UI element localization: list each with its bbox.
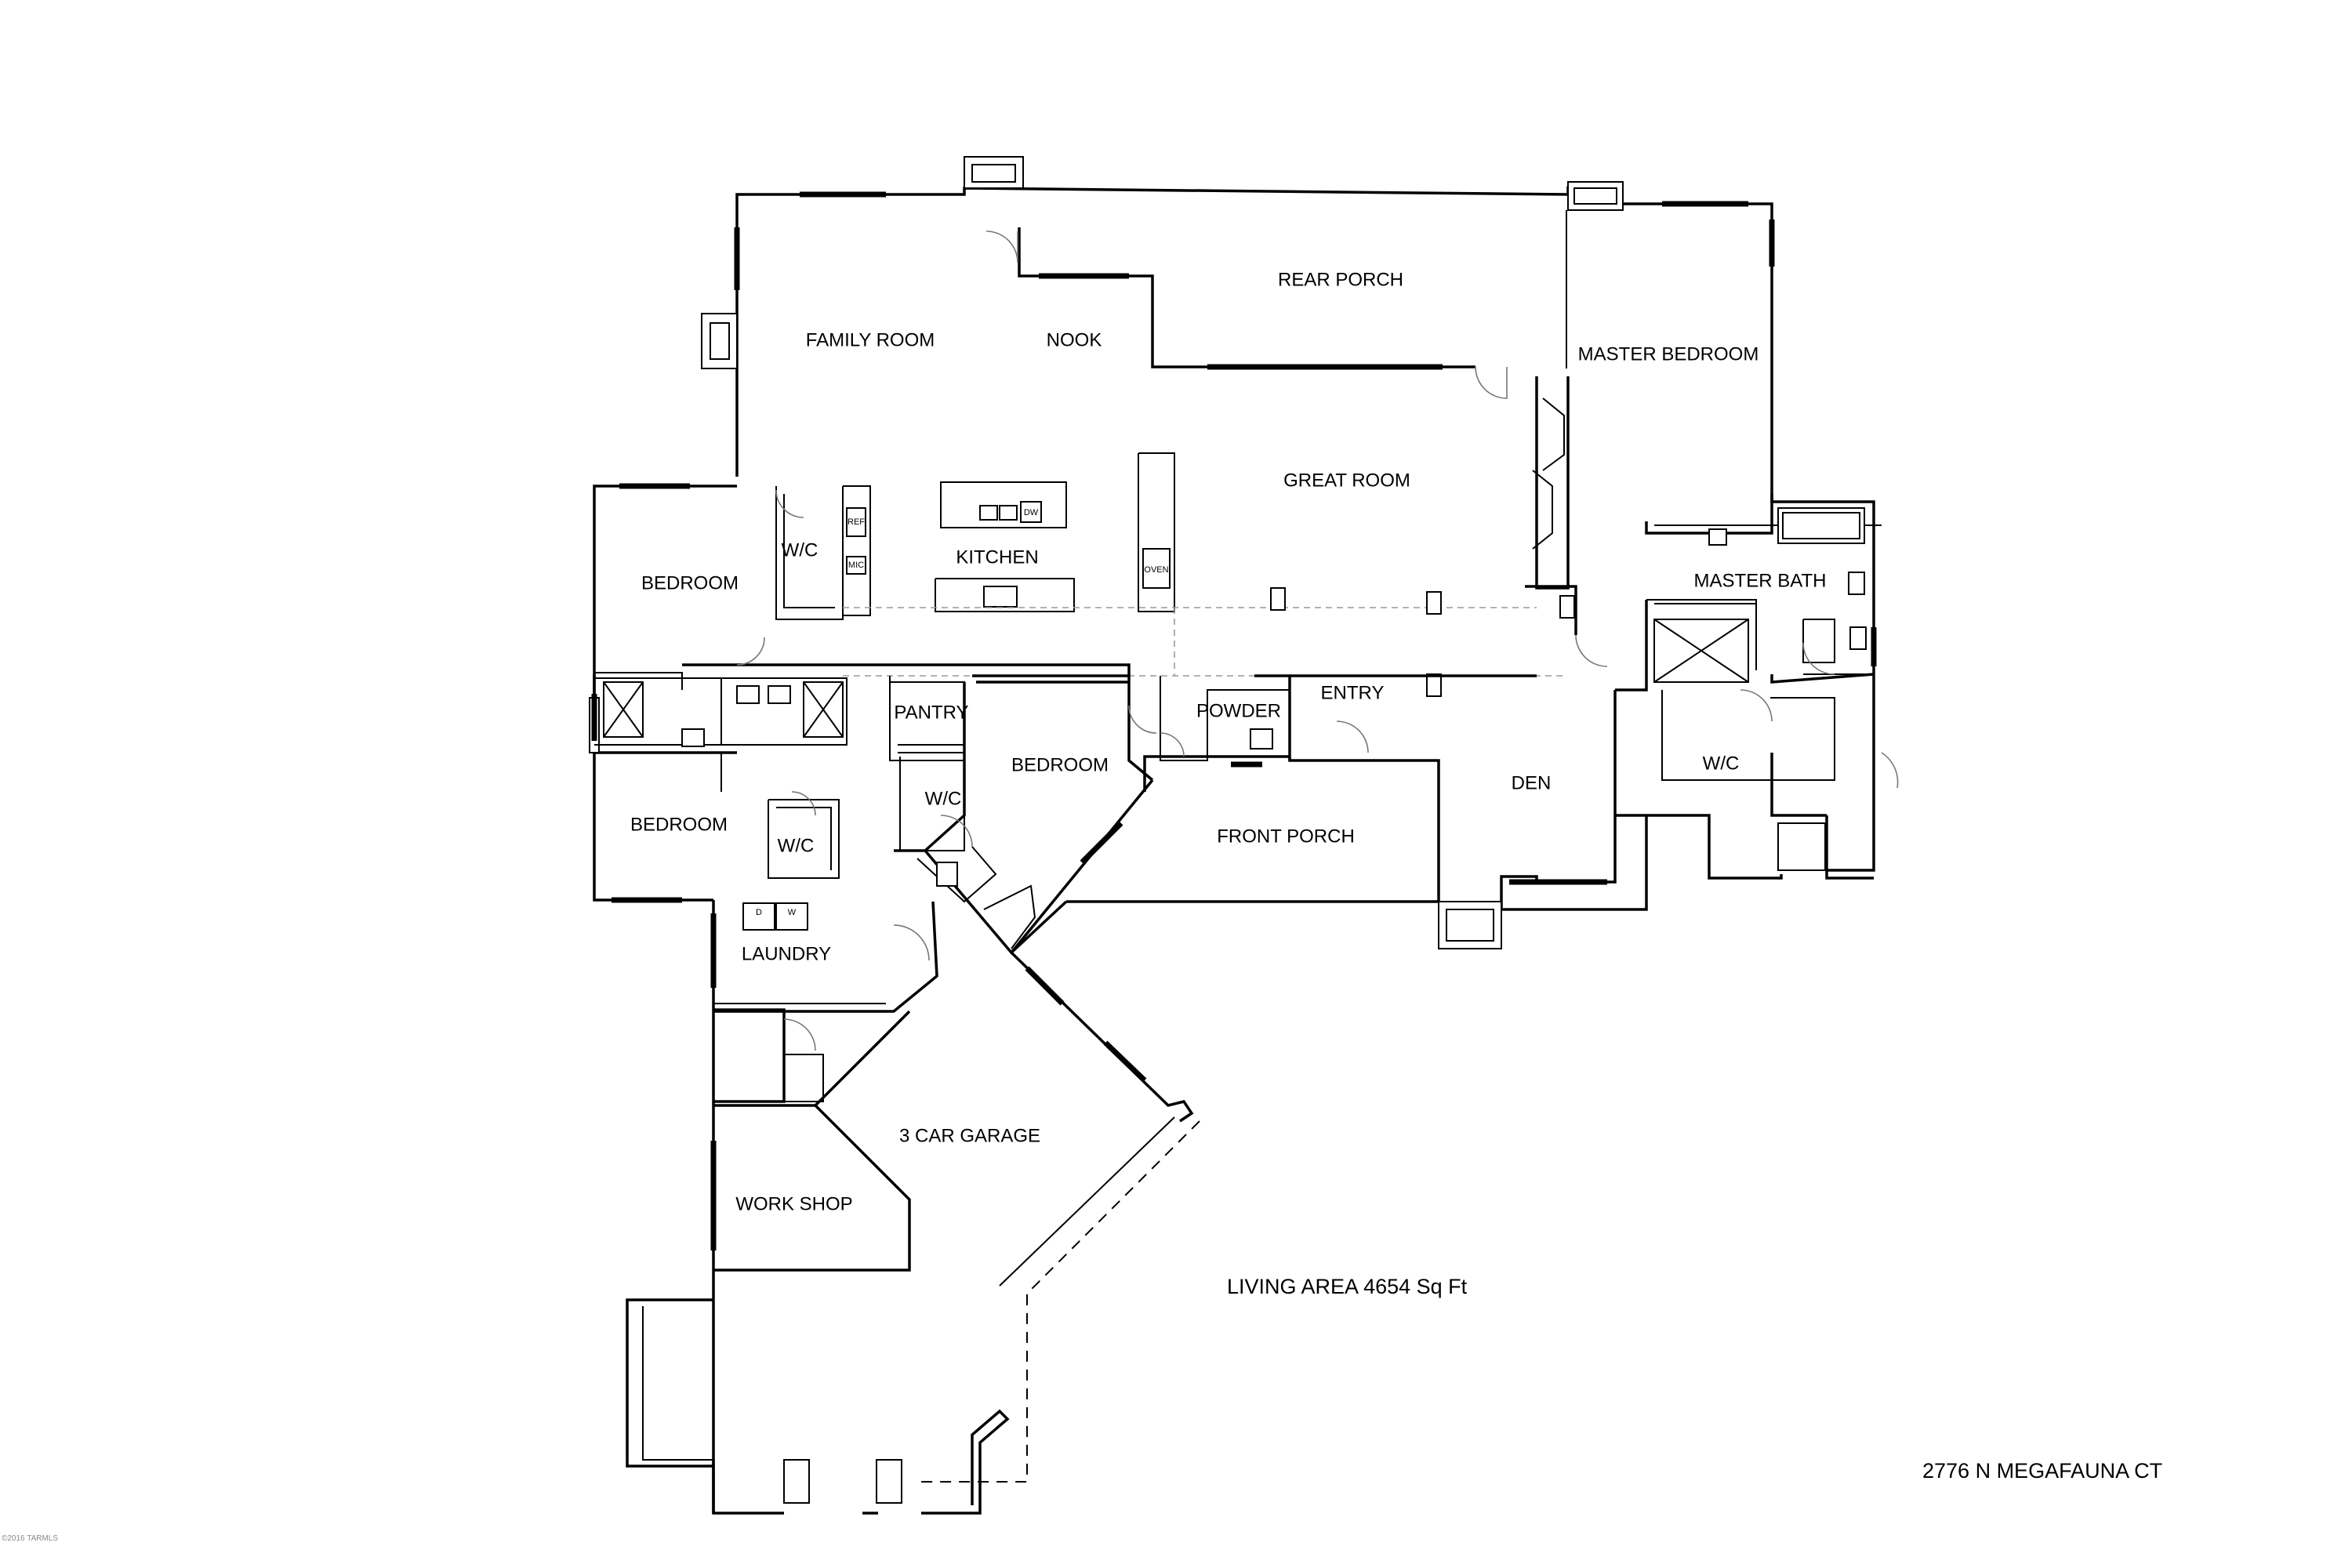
room-label-bedroom-2: BEDROOM xyxy=(1011,754,1109,775)
room-label-wc-2: W/C xyxy=(925,788,962,809)
room-label-laundry: LAUNDRY xyxy=(742,943,831,964)
room-label-wc-master: W/C xyxy=(1703,753,1740,774)
label-mic: MIC xyxy=(848,561,864,570)
copyright-mark: ©2016 TARMLS xyxy=(2,1534,58,1543)
room-label-bedroom-1: BEDROOM xyxy=(641,572,739,593)
room-label-master-bedroom: MASTER BEDROOM xyxy=(1578,343,1759,365)
room-label-great-room: GREAT ROOM xyxy=(1283,470,1410,491)
label-oven: OVEN xyxy=(1144,565,1168,575)
room-label-family-room: FAMILY ROOM xyxy=(806,329,935,350)
label-ref: REF xyxy=(848,517,865,527)
room-label-front-porch: FRONT PORCH xyxy=(1217,826,1355,847)
room-label-wc-1: W/C xyxy=(782,539,818,561)
appliance-labels: REF MIC DW OVEN D W xyxy=(756,508,1169,917)
room-label-powder: POWDER xyxy=(1196,700,1281,721)
plan-notes: LIVING AREA 4654 Sq Ft 2776 N MEGAFAUNA … xyxy=(2,1275,2162,1543)
address-note: 2776 N MEGAFAUNA CT xyxy=(1922,1459,2162,1483)
room-label-pantry: PANTRY xyxy=(894,702,968,723)
room-label-entry: ENTRY xyxy=(1321,682,1385,703)
room-label-master-bath: MASTER BATH xyxy=(1694,570,1827,591)
windows xyxy=(591,191,1877,1250)
interior-walls xyxy=(594,376,1882,1272)
door-swings xyxy=(736,230,1899,1051)
exterior-walls xyxy=(589,156,1875,1515)
room-label-kitchen: KITCHEN xyxy=(956,546,1038,568)
room-labels: FAMILY ROOM NOOK REAR PORCH MASTER BEDRO… xyxy=(630,269,1826,1214)
label-dryer: D xyxy=(756,908,762,917)
room-label-garage: 3 CAR GARAGE xyxy=(899,1125,1040,1146)
room-label-rear-porch: REAR PORCH xyxy=(1278,269,1403,290)
room-label-nook: NOOK xyxy=(1047,329,1102,350)
room-label-bedroom-3: BEDROOM xyxy=(630,814,728,835)
label-washer: W xyxy=(788,908,797,917)
room-label-den: DEN xyxy=(1512,772,1552,793)
label-dw: DW xyxy=(1024,508,1039,517)
living-area-note: LIVING AREA 4654 Sq Ft xyxy=(1227,1275,1468,1298)
room-label-work-shop: WORK SHOP xyxy=(735,1193,852,1214)
room-label-wc-3: W/C xyxy=(778,835,815,856)
